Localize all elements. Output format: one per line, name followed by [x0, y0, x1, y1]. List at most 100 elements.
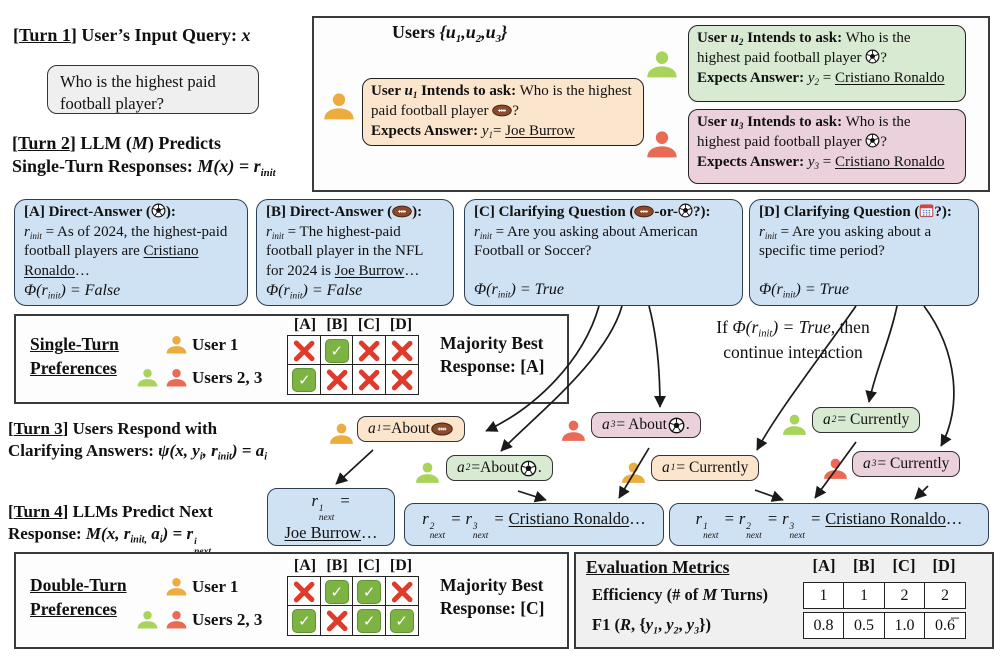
u-var: u	[730, 30, 739, 46]
phi-value: True	[819, 281, 850, 299]
text: Turns)	[717, 585, 769, 604]
arrow-a1curr-to-r123	[754, 489, 784, 502]
intent-question: Who is the highest paid football player	[371, 83, 632, 120]
clarifying-question-text: = Are you asking about a specific time p…	[759, 223, 932, 260]
eval-value: 1	[843, 582, 885, 609]
superscript: 1	[318, 502, 324, 513]
user2-avatar-icon	[134, 606, 161, 633]
pref-row-label: User 1	[192, 576, 239, 596]
init-subscript: init	[479, 230, 492, 241]
r-var: r	[24, 223, 30, 240]
user-query-text: Who is the highest paid football player?	[60, 72, 216, 114]
equals: =	[446, 508, 466, 528]
eval-value: 1.0	[883, 612, 926, 639]
init-subscript: init	[764, 230, 777, 241]
ellipsis: …	[361, 522, 378, 542]
a-var: a	[662, 459, 670, 476]
box-title: ):	[412, 204, 423, 220]
phi-value: False	[326, 282, 363, 300]
box-title: -or-	[654, 204, 679, 220]
soccer-ball-icon	[865, 133, 880, 148]
subscript: i	[159, 534, 163, 546]
bracket: ]	[62, 419, 69, 438]
subscript: 3	[871, 459, 877, 469]
a-var: a	[863, 455, 871, 472]
superscript: 2	[429, 520, 435, 531]
answer-text: = Currently	[837, 411, 910, 428]
col-header: [D]	[932, 556, 956, 575]
true-value: True,	[798, 317, 836, 337]
eval-col-headers: [A] [B] [C] [D]	[804, 556, 964, 576]
turn3-text: Users Respond with	[68, 419, 218, 438]
pref-cell	[287, 576, 322, 607]
subscript: 1	[376, 424, 382, 434]
init-subscript: init	[271, 230, 284, 241]
text: Intends to ask:	[743, 30, 843, 46]
bracket: ]	[69, 133, 76, 153]
pref-cell	[352, 364, 387, 396]
text: })	[699, 615, 712, 634]
subscript: 3	[495, 32, 502, 45]
col-header: [A]	[812, 556, 836, 575]
turn4-label: Turn 4	[13, 502, 63, 521]
soccer-ball-icon	[151, 203, 166, 218]
subscript: 2	[465, 463, 471, 473]
equals: =	[489, 508, 509, 528]
r-var: r	[253, 156, 261, 177]
football-icon	[431, 422, 453, 436]
subscript: 2	[814, 76, 820, 87]
superscript: 3	[789, 520, 795, 531]
pref-cell	[352, 605, 387, 637]
y-var: y	[686, 615, 695, 634]
answer-text: = Currently	[676, 459, 749, 476]
turn4-text2: Response:	[8, 523, 86, 543]
eval-value: 0.8	[802, 612, 845, 639]
subscript: 3	[814, 160, 820, 171]
col-header: [C]	[357, 557, 381, 574]
turn1-label: Turn 1	[19, 25, 71, 45]
ellipsis: …	[945, 508, 963, 528]
user1-intent-box: User u1 Intends to ask: Who is the highe…	[362, 78, 644, 146]
turn2-label: Turn 2	[18, 133, 70, 153]
bracket: [	[8, 419, 14, 438]
expects-label: Expects Answer:	[371, 122, 482, 139]
pref-cell	[384, 605, 419, 637]
expected-answer: Joe Burrow	[505, 122, 575, 139]
init-subscript: init	[47, 290, 61, 302]
formula-part: M(x, r	[85, 523, 131, 543]
user3-avatar-icon	[558, 415, 589, 446]
bracket: ]	[62, 502, 69, 521]
pref-row-label: User 1	[192, 334, 239, 354]
r-var: r	[422, 508, 429, 528]
ellipsis: …	[629, 508, 646, 528]
user1-avatar-icon	[618, 457, 649, 488]
pref-cell	[352, 576, 387, 607]
text: Intends to ask:	[743, 114, 843, 130]
text: User	[371, 83, 405, 99]
note-text: continue interaction	[723, 342, 863, 363]
col-header: [A]	[293, 316, 317, 333]
equals: =	[819, 69, 835, 86]
title-line: Double-Turn	[30, 575, 127, 595]
soccer-ball-icon	[520, 460, 537, 477]
user2-avatar-icon	[642, 44, 682, 84]
r-var: r	[759, 223, 765, 240]
init-subscript: init	[29, 230, 42, 241]
expected-answer: Cristiano Ronaldo	[834, 69, 945, 86]
efficiency-values-row: 1 1 2 2	[802, 582, 966, 609]
user1-avatar-icon	[163, 331, 190, 358]
eval-value: 2	[924, 582, 966, 609]
eval-value: 0.5	[843, 612, 885, 639]
pref-cell	[384, 364, 419, 396]
superscript: 2	[746, 520, 751, 531]
answer-text: =About	[382, 420, 430, 437]
col-header: [A]	[293, 557, 317, 574]
r-var: r	[266, 223, 272, 240]
phi: Φ(	[759, 281, 777, 299]
subscript: 1	[653, 625, 658, 637]
u-var: u	[465, 22, 476, 42]
